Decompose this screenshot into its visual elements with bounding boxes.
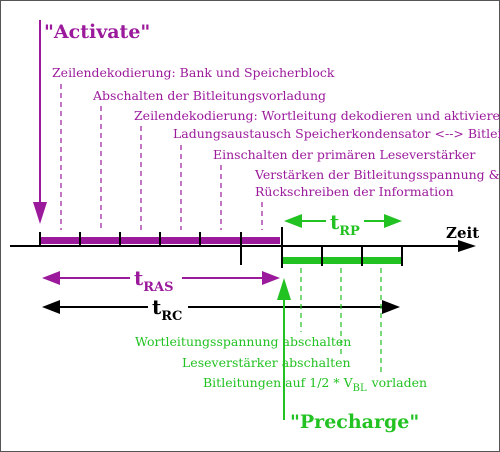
trc-label: tRC bbox=[152, 295, 182, 324]
tras-arrow-right bbox=[262, 271, 280, 285]
activation-step-6a: Verstärken der Bitleitungsspannung & bbox=[254, 167, 500, 182]
activation-leaders bbox=[60, 84, 263, 230]
trp-label-sub: RP bbox=[339, 224, 360, 239]
trp-arrow-right bbox=[384, 214, 402, 228]
tras-label-main: t bbox=[134, 266, 144, 290]
activation-step-2: Abschalten der Bitleitungsvorladung bbox=[92, 88, 326, 103]
tras-arrow-left bbox=[42, 271, 60, 285]
activation-step-3: Zeilendekodierung: Wortleitung dekodiere… bbox=[134, 108, 500, 123]
activate-label: "Activate" bbox=[44, 21, 150, 43]
time-axis-arrow-head bbox=[458, 240, 476, 252]
precharge-leaders bbox=[300, 268, 382, 374]
precharge-step-3: Bitleitungen auf 1/2 * VBL vorladen bbox=[203, 375, 427, 394]
trc-label-bg bbox=[148, 291, 188, 321]
trc-label-main: t bbox=[152, 295, 162, 319]
precharge-label: "Precharge" bbox=[290, 411, 419, 433]
tras-label-bg bbox=[130, 262, 182, 292]
trp-arrow-left bbox=[284, 214, 302, 228]
precharge-step-3-main: Bitleitungen auf 1/2 * V bbox=[203, 375, 354, 390]
axis-ticks bbox=[39, 227, 403, 268]
activate-arrow-head bbox=[33, 202, 47, 224]
activation-step-4: Ladungsaustausch Speicherkondensator <--… bbox=[173, 126, 500, 141]
trp-label-main: t bbox=[330, 210, 340, 234]
trc-label-sub: RC bbox=[161, 309, 182, 324]
activation-step-1: Zeilendekodierung: Bank und Speicherbloc… bbox=[52, 65, 335, 80]
precharge-step-1: Wortleitungsspannung abschalten bbox=[135, 334, 351, 349]
trp-label-bg bbox=[326, 205, 364, 235]
precharge-step-3-end: vorladen bbox=[371, 375, 427, 390]
precharge-arrow-head bbox=[277, 278, 291, 300]
trc-arrow-right bbox=[382, 300, 400, 314]
trc-arrow-left bbox=[42, 300, 60, 314]
precharge-bar bbox=[282, 257, 402, 264]
activation-step-6b: Rückschreiben der Information bbox=[255, 184, 454, 199]
activation-step-5: Einschalten der primären Leseverstärker bbox=[213, 147, 475, 162]
trp-label: tRP bbox=[330, 210, 360, 239]
time-axis-label: Zeit bbox=[446, 224, 479, 242]
precharge-step-3-sub: BL bbox=[353, 383, 367, 394]
precharge-step-2: Leseverstärker abschalten bbox=[182, 355, 351, 370]
